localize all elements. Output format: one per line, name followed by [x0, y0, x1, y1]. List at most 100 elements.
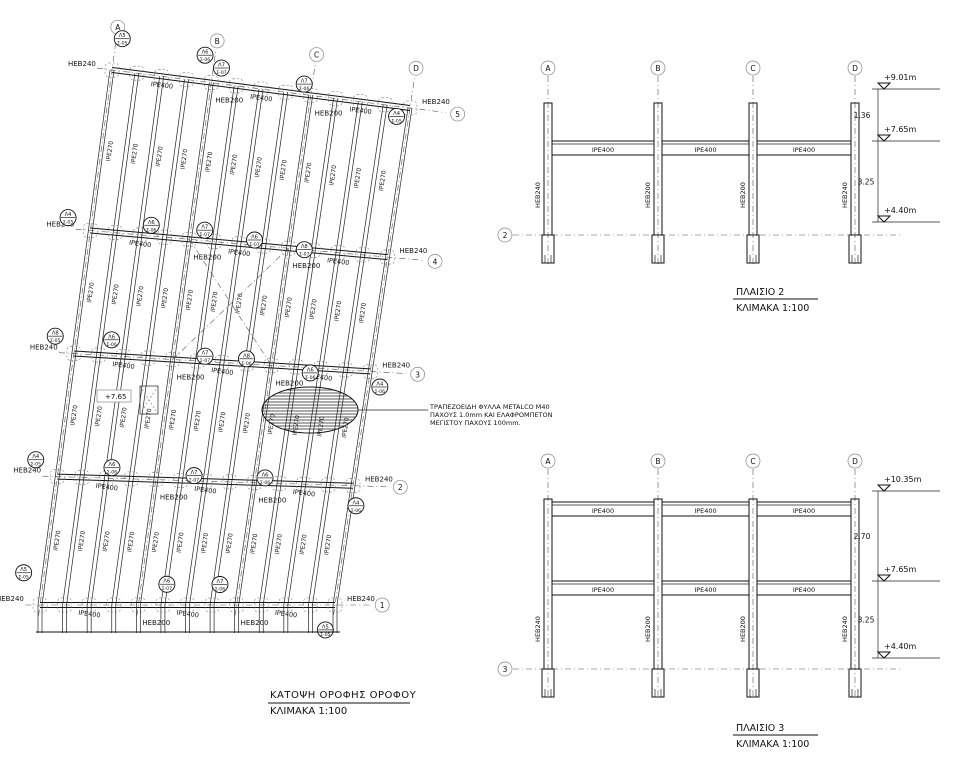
- joist-label-0-1: IPE270: [70, 404, 80, 426]
- frame3-beam-0-0: [551, 501, 655, 517]
- grid-bubble-C-label: C: [314, 51, 319, 60]
- roof-plan-annotations: ΤΡΑΠΕΖΟΕΙΔΗ ΦΥΛΛΑ METALCO M40 ΠΑΧΟΥΣ 1.0…: [268, 403, 553, 717]
- joist-label-7-2: IPE270: [259, 295, 269, 317]
- grid-bubble-1-label: 1: [380, 601, 385, 610]
- joist-0-l: [37, 69, 111, 606]
- joist-11-l: [308, 104, 384, 606]
- slab-note-line-1: ΤΡΑΠΕΖΟΕΙΔΗ ΦΥΛΛΑ METALCO M40: [429, 403, 550, 411]
- frame3-column-label-2: HEB200: [739, 616, 747, 642]
- girder-label-1-2: IPE400: [274, 609, 297, 620]
- frame3-level-label-2: +4.40m: [884, 642, 917, 651]
- frame3-grid-bubble-C: [745, 453, 761, 469]
- girder-row-3-bottom: [73, 355, 371, 375]
- girder-label-1-1: IPE400: [176, 609, 199, 620]
- joist-label-1-1: IPE270: [94, 406, 104, 428]
- detail-tag-12-bottom: Σ-07: [200, 358, 210, 364]
- joist-12-l: [332, 107, 409, 606]
- joist-7-l: [209, 92, 285, 606]
- joist-10-r: [287, 101, 363, 606]
- frame3-grid-bubble-D-label: D: [852, 457, 858, 466]
- frame2-footing-0: [541, 234, 555, 264]
- detail-tag-10-top: Λ8: [52, 331, 59, 337]
- grid-bubble-1: [374, 597, 390, 613]
- column-label-B2: HEB200: [160, 494, 188, 502]
- frame3-level-marker-1: [876, 574, 892, 582]
- detail-tag-2-top: Λ7: [218, 63, 225, 69]
- column-label-B1: HEB200: [142, 619, 170, 627]
- detail-tag-6-top: Λ6: [148, 220, 155, 226]
- girder-label-4-1: IPE400: [228, 247, 251, 258]
- connection-mark-4-9: [328, 91, 343, 106]
- grid-line-C: [234, 64, 316, 616]
- frame2-grid-bubble-C: [745, 60, 761, 76]
- joist-label-7-3: IPE270: [279, 159, 289, 181]
- joist-label-10-0: IPE270: [299, 534, 309, 556]
- column-label-C2: HEB200: [258, 497, 286, 505]
- column-label-A3: HEB240: [30, 344, 58, 352]
- frame2-grid-bubble-D: [847, 60, 863, 76]
- frame2-dim-2: 3.25: [858, 178, 875, 187]
- grid-line-5: [97, 67, 446, 113]
- frame3-footing-2: [746, 668, 760, 698]
- detail-tag-17-bottom: Σ-07: [189, 478, 199, 484]
- frame3-row-bubble: [497, 661, 513, 677]
- girder-label-3-1: IPE400: [211, 366, 234, 377]
- joist-label-1-3: IPE270: [130, 143, 140, 165]
- joist-label-2-0: IPE270: [102, 531, 112, 553]
- detail-tag-0-bottom: Σ-05: [117, 41, 127, 47]
- detail-tag-20-bottom: Σ-07: [162, 586, 172, 592]
- frame2-beam-label-0-1: IPE400: [694, 146, 716, 154]
- joist-label-1-0: IPE270: [77, 530, 87, 552]
- joist-label-5-1: IPE270: [193, 410, 203, 432]
- frame3-footing-3: [848, 668, 862, 698]
- joist-label-6-1: IPE270: [218, 411, 228, 433]
- joist-12-r: [336, 107, 413, 606]
- slab-note-line-2: ΠΑΧΟΥΣ 1.0mm ΚΑΙ ΕΛΑΦΡΟΜΠΕΤΟΝ: [430, 411, 553, 419]
- detail-tag-11-bottom: Σ-06: [106, 342, 116, 348]
- frame3-level-label-0: +10.35m: [884, 475, 922, 484]
- column-label-C5: HEB200: [315, 109, 343, 117]
- joist-label-9-3: IPE270: [328, 165, 338, 187]
- frame3-beam-1-0: [551, 580, 655, 596]
- frame3-beam-0-2: [756, 501, 852, 517]
- frame2-grid-bubble-B: [650, 60, 666, 76]
- connection-mark-3-3: [157, 229, 172, 245]
- detail-tag-3-top: Λ7: [301, 79, 308, 85]
- joist-label-1-2: IPE270: [111, 284, 121, 306]
- frame3-column-label-1: HEB200: [644, 616, 652, 642]
- detail-tag-1-bottom: Σ-06: [200, 57, 210, 63]
- column-label-A4: HEB240: [46, 221, 74, 229]
- joist-label-4-3: IPE270: [204, 151, 214, 173]
- frame2-row-bubble: [497, 227, 513, 243]
- joist-label-9-0: IPE270: [274, 533, 284, 555]
- roof-plan-title: ΚΑΤΟΨΗ ΟΡΟΦΗΣ ΟΡΟΦΟΥ: [270, 690, 417, 701]
- girder-label-1-0: IPE400: [78, 609, 101, 620]
- detail-tag-24-top: Λ4: [376, 381, 384, 387]
- joist-label-2-3: IPE270: [155, 146, 165, 168]
- frame2-level-label-1: +7.65m: [884, 125, 917, 134]
- grid-bubble-A-label: A: [115, 23, 121, 32]
- joist-label-0-2: IPE270: [86, 282, 96, 304]
- girder-row-5-bottom: [111, 72, 411, 111]
- column-label-C4: HEB200: [292, 262, 320, 270]
- frame3-grid-bubble-A: [540, 453, 556, 469]
- frame2-beam-0-0: [551, 140, 655, 156]
- column-label-B3: HEB200: [177, 374, 205, 382]
- grid-line-A: [38, 37, 117, 616]
- detail-tag-7-bottom: Σ-07: [200, 232, 210, 238]
- column-label-D4: HEB240: [400, 247, 428, 255]
- girder-label-3-0: IPE400: [112, 360, 135, 371]
- frame3-beam-label-1-0: IPE400: [592, 586, 614, 594]
- frame2-grid-bubble-A-label: A: [545, 64, 551, 73]
- grid-bubble-D: [408, 60, 424, 76]
- detail-tag-23-bottom: Σ-06: [351, 508, 361, 514]
- detail-tag-9-bottom: Σ-07: [299, 252, 309, 258]
- grid-line-D: [333, 78, 415, 615]
- girder-row-4-top: [90, 227, 388, 256]
- joist-label-6-0: IPE270: [200, 532, 210, 554]
- joist-label-0-0: IPE270: [53, 530, 63, 552]
- frame3-beam-label-0-0: IPE400: [592, 507, 614, 515]
